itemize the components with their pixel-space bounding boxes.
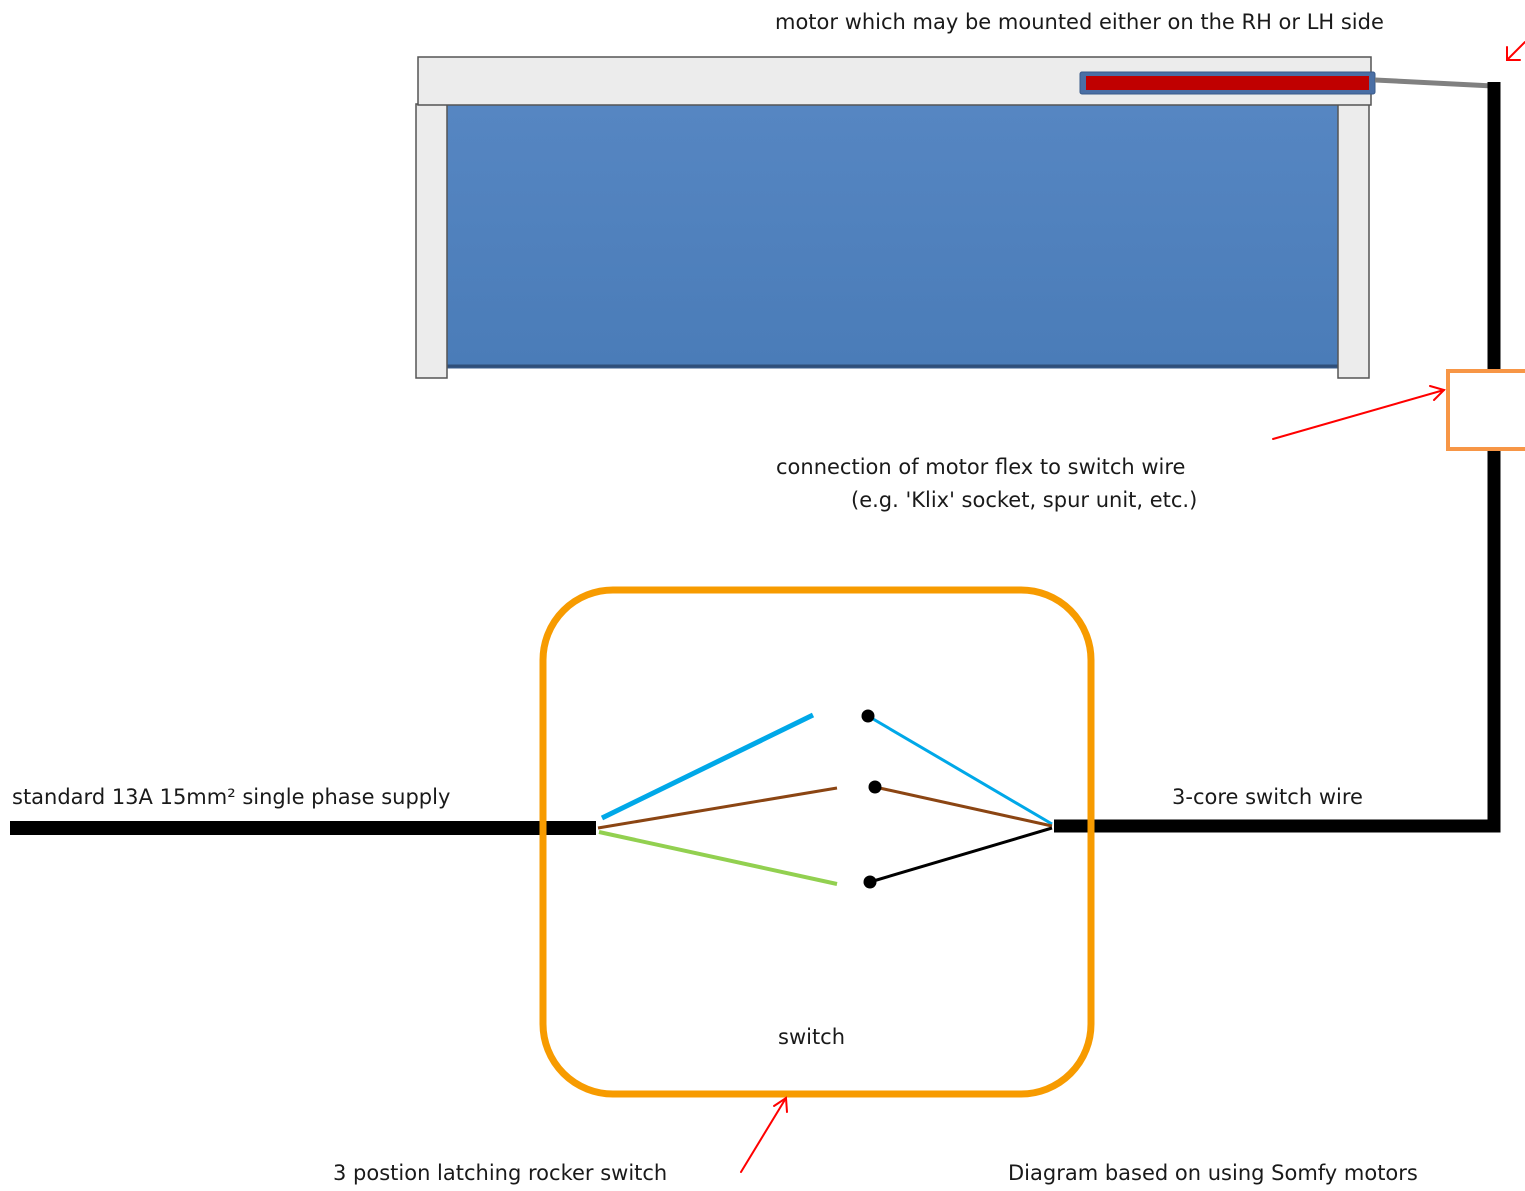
brown-wire-supply	[597, 786, 838, 830]
motor-note-arrow	[1506, 41, 1525, 61]
blue-wire-supply	[600, 712, 815, 821]
blind-left-bracket	[415, 103, 448, 379]
connection-arrow	[1272, 385, 1446, 440]
connection-label-line1: connection of motor flex to switch wire	[776, 455, 1186, 479]
motor-note-label: motor which may be mounted either on the…	[775, 10, 1384, 34]
black-wire-output	[869, 826, 1053, 884]
green-yellow-wire-supply	[598, 830, 838, 886]
roller-blind	[415, 56, 1372, 379]
blue-wire-output	[867, 714, 1053, 826]
connection-box	[1446, 369, 1525, 451]
supply-label: standard 13A 15mm² single phase supply	[12, 785, 451, 809]
switch-terminal-middle	[868, 780, 882, 794]
switch-terminal-top	[861, 709, 875, 723]
brown-wire-output	[874, 785, 1053, 828]
switch-box	[539, 586, 1095, 1098]
motor-body	[1086, 76, 1369, 90]
rocker-switch-label: 3 postion latching rocker switch	[333, 1161, 668, 1185]
switch-wire-label: 3-core switch wire	[1172, 785, 1363, 809]
switch-label: switch	[778, 1025, 846, 1049]
annotation-arrows	[740, 41, 1525, 1173]
switch-terminal-bottom	[863, 875, 877, 889]
blind-fabric	[439, 103, 1341, 369]
rocker-switch-arrow	[740, 1096, 788, 1173]
credit-label: Diagram based on using Somfy motors	[1008, 1161, 1418, 1185]
blind-right-bracket	[1337, 103, 1370, 379]
switch-internal-wiring	[597, 709, 1053, 889]
motor	[1079, 71, 1376, 95]
motor-flex	[1374, 77, 1494, 89]
connection-label-line2: (e.g. 'Klix' socket, spur unit, etc.)	[851, 488, 1198, 512]
switch-wire-cable	[1054, 82, 1501, 833]
